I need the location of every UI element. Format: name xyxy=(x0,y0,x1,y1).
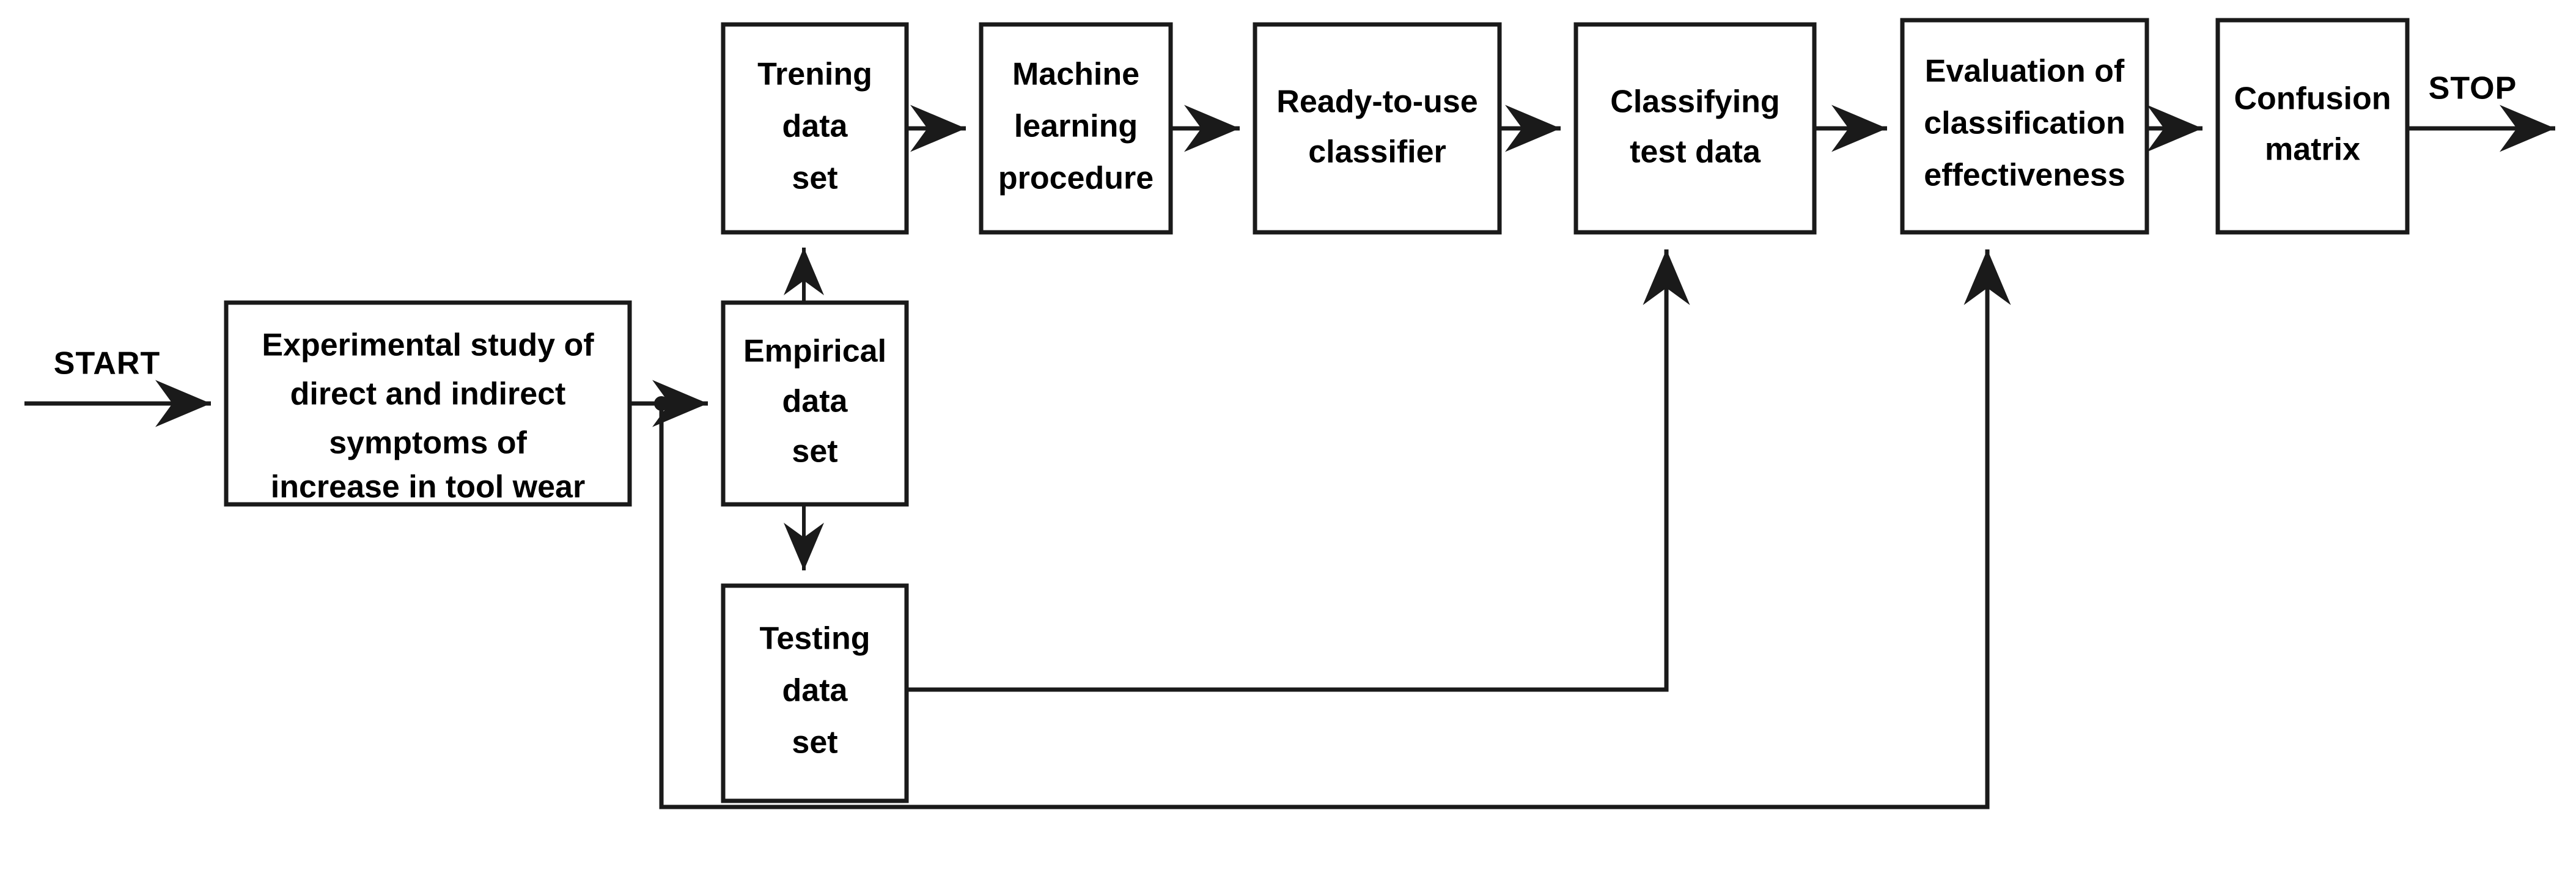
node-machine-learning-procedure-line-2: learning xyxy=(1014,109,1138,144)
node-machine-learning-procedure-line-3: procedure xyxy=(998,161,1154,196)
node-evaluation-line-2: classification xyxy=(1924,106,2125,141)
node-testing-data-set[interactable]: Testing data set xyxy=(721,583,909,803)
edge-evaluation-feedback-loop xyxy=(659,249,2011,809)
node-empirical-data-set-line-3: set xyxy=(792,434,837,470)
node-machine-learning-procedure[interactable]: Machine learning procedure xyxy=(979,22,1173,235)
node-confusion-matrix[interactable]: Confusion matrix xyxy=(2215,18,2410,235)
node-confusion-matrix-line-1: Confusion xyxy=(2234,81,2391,117)
node-experimental-study[interactable]: Experimental study of direct and indirec… xyxy=(224,300,632,507)
node-experimental-study-line-4: increase in tool wear xyxy=(271,470,585,505)
node-ready-to-use-classifier-line-2: classifier xyxy=(1308,134,1446,170)
node-experimental-study-line-1: Experimental study of xyxy=(262,328,594,363)
node-classifying-test-data-line-2: test data xyxy=(1630,134,1761,170)
node-trening-data-set-line-3: set xyxy=(792,161,837,196)
node-empirical-data-set-line-2: data xyxy=(782,384,848,419)
node-evaluation-of-classification-effectiveness[interactable]: Evaluation of classification effectivene… xyxy=(1900,18,2149,235)
node-testing-data-set-line-2: data xyxy=(782,673,848,709)
node-evaluation-line-3: effectiveness xyxy=(1924,158,2125,193)
node-experimental-study-line-3: symptoms of xyxy=(329,425,527,461)
node-trening-data-set-line-1: Trening xyxy=(757,57,872,92)
node-empirical-data-set[interactable]: Empirical data set xyxy=(721,300,909,507)
edge-testing-to-classifying xyxy=(907,249,1690,692)
node-ready-to-use-classifier-line-1: Ready-to-use xyxy=(1276,84,1478,120)
node-classifying-test-data-line-1: Classifying xyxy=(1610,84,1779,120)
node-evaluation-line-1: Evaluation of xyxy=(1925,54,2125,89)
node-trening-data-set-line-2: data xyxy=(782,109,848,144)
node-testing-data-set-line-3: set xyxy=(792,725,837,761)
node-ready-to-use-classifier[interactable]: Ready-to-use classifier xyxy=(1253,22,1502,235)
node-machine-learning-procedure-line-1: Machine xyxy=(1012,57,1139,92)
node-trening-data-set[interactable]: Trening data set xyxy=(721,22,909,235)
node-experimental-study-line-2: direct and indirect xyxy=(290,377,566,412)
start-terminal-label: START xyxy=(54,346,160,381)
node-testing-data-set-line-1: Testing xyxy=(759,621,870,657)
node-empirical-data-set-line-1: Empirical xyxy=(743,334,886,369)
stop-terminal-label: STOP xyxy=(2429,71,2517,106)
node-classifying-test-data[interactable]: Classifying test data xyxy=(1573,22,1817,235)
node-confusion-matrix-line-2: matrix xyxy=(2265,132,2360,168)
